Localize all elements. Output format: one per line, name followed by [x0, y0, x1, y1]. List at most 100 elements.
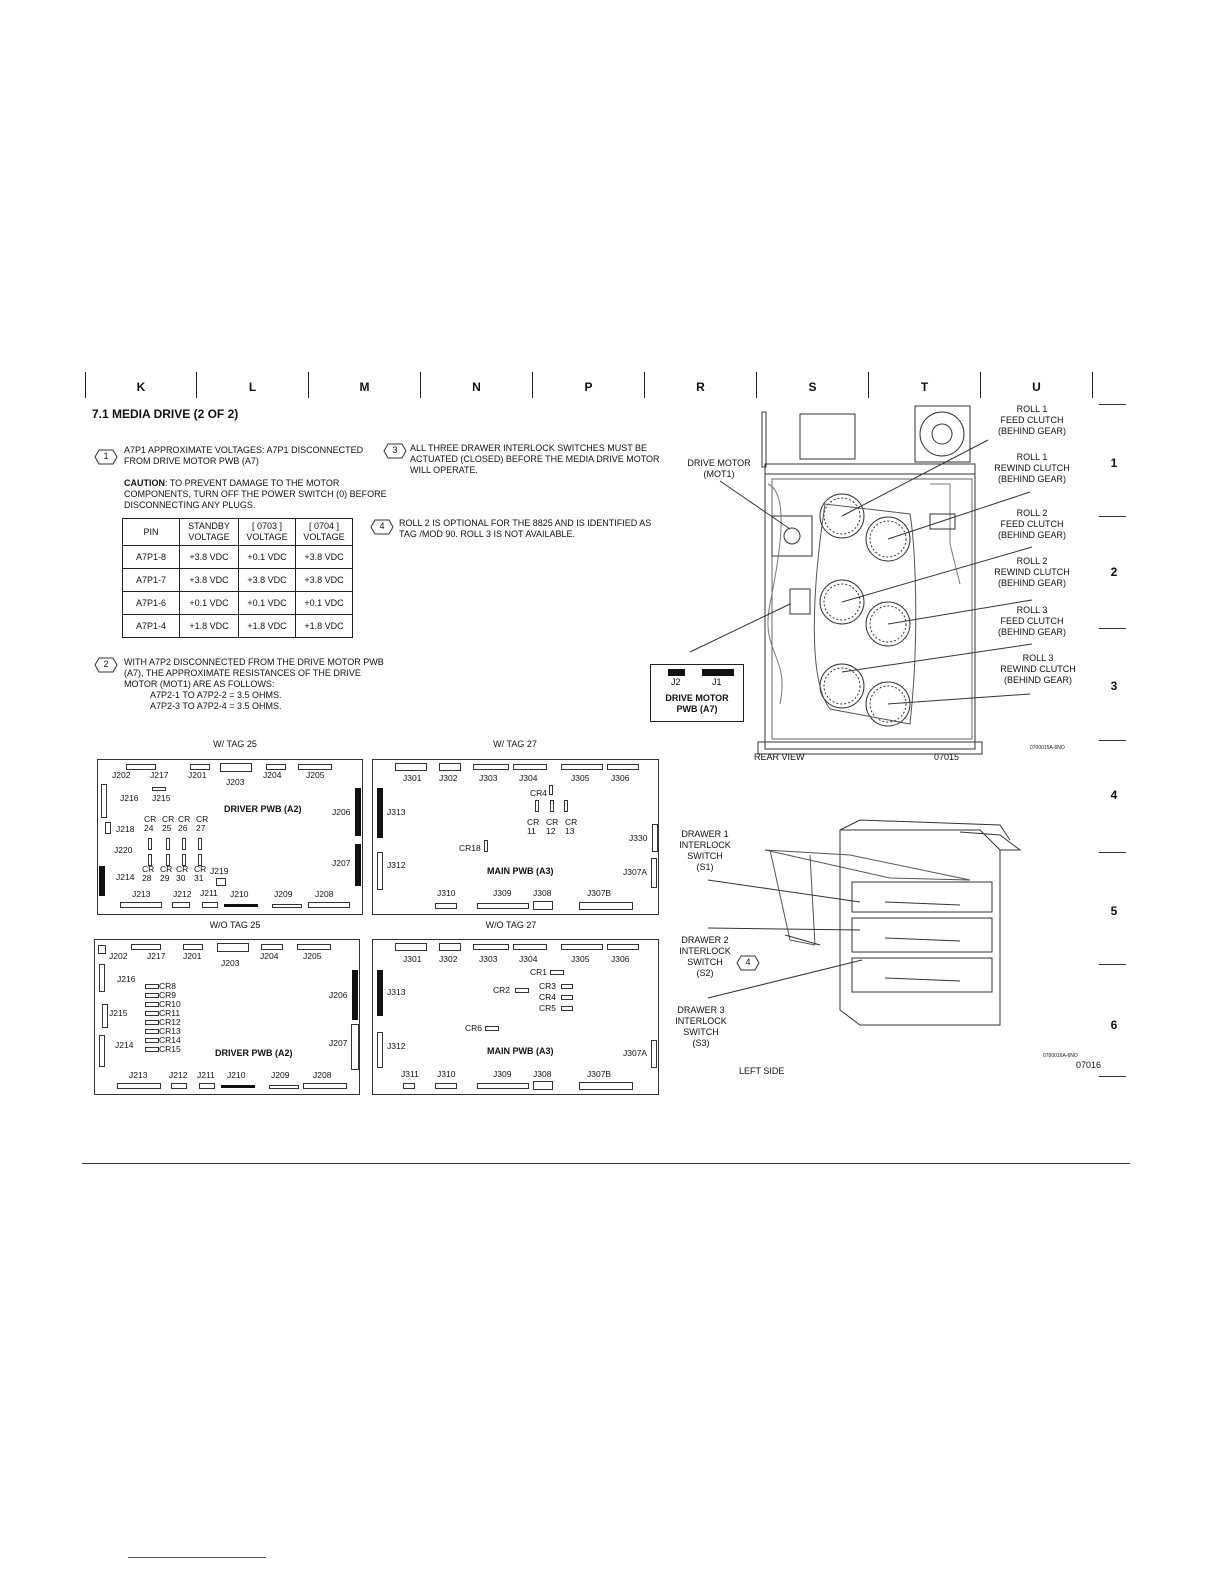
connector-label: J210	[227, 1070, 246, 1080]
connector-label: J309	[493, 888, 512, 898]
note-4-line: TAG /MOD 90. ROLL 3 IS NOT AVAILABLE.	[399, 529, 576, 539]
connector	[221, 1085, 255, 1088]
pwb-name: DRIVER PWB (A2)	[224, 804, 302, 814]
connector	[145, 1047, 159, 1052]
note-1-line: FROM DRIVE MOTOR PWB (A7)	[124, 456, 259, 466]
pwb-name: DRIVER PWB (A2)	[215, 1048, 293, 1058]
caution-label: CAUTION	[124, 478, 165, 488]
connector	[145, 1029, 159, 1034]
row-tick	[1099, 740, 1126, 741]
connector-label: J312	[387, 1041, 406, 1051]
note-4-ref-number: 4	[745, 957, 751, 967]
connector	[351, 1024, 359, 1070]
connector-label: J211	[197, 1070, 215, 1080]
note-1-marker	[94, 449, 118, 465]
connector	[473, 764, 509, 770]
note-2-marker	[94, 657, 118, 673]
connector-label: J209	[274, 889, 293, 899]
connector	[439, 943, 461, 951]
row-1: 1	[1110, 456, 1118, 470]
rear-view-id: 0700015A-6NO	[1030, 745, 1065, 751]
connector-label: J330	[629, 833, 648, 843]
connector-label: J304	[519, 954, 538, 964]
connector	[99, 866, 105, 896]
connector-label: J311	[401, 1069, 419, 1079]
connector-label: J307A	[623, 867, 648, 877]
connector	[513, 764, 547, 770]
connector	[477, 1083, 529, 1089]
connector	[152, 787, 166, 791]
connector-label: J302	[439, 773, 458, 783]
connector	[477, 903, 529, 909]
zone-separator	[308, 372, 309, 398]
connector	[395, 763, 427, 771]
drive-motor-label: DRIVE MOTOR(MOT1)	[687, 458, 751, 479]
connector-label: J307A	[623, 1048, 648, 1058]
footer-link-underline	[128, 1557, 266, 1558]
connector	[131, 944, 161, 950]
driver-pwb-tag25: J202 J217 J201 J203 J204 J205 J216 J215 …	[97, 759, 363, 915]
connector	[561, 1006, 573, 1011]
connector	[515, 988, 529, 993]
connector	[98, 945, 106, 954]
connector-label: J216	[117, 974, 136, 984]
connector-label: J202	[112, 770, 131, 780]
note-3-number: 3	[392, 445, 398, 455]
connector-label: J211	[200, 888, 218, 898]
connector	[199, 1083, 215, 1089]
connector	[217, 943, 249, 952]
page-title: 7.1 MEDIA DRIVE (2 OF 2)	[92, 407, 239, 421]
note-4-number: 4	[379, 521, 385, 531]
connector	[99, 1035, 105, 1067]
connector-label: J208	[315, 889, 334, 899]
zone-m: M	[359, 380, 370, 394]
note-4-ref-marker	[736, 955, 760, 971]
caution-line: COMPONENTS, TURN OFF THE POWER SWITCH (0…	[124, 489, 387, 499]
cr-number: 26	[178, 823, 188, 833]
connector	[266, 764, 286, 770]
connector-label: J218	[116, 824, 135, 834]
table-row: A7P1-4+1.8 VDC+1.8 VDC+1.8 VDC	[122, 614, 353, 638]
connector-label: J301	[403, 954, 422, 964]
connector	[120, 902, 162, 908]
cr-label: CR	[565, 817, 578, 827]
connector-label: J216	[120, 793, 139, 803]
zone-separator	[196, 372, 197, 398]
driver-tag-heading: W/ TAG 25	[213, 739, 257, 749]
row-5: 5	[1110, 904, 1118, 918]
connector	[561, 764, 603, 770]
j1-label: J1	[712, 677, 722, 687]
pwb-name: DRIVE MOTOR	[665, 693, 729, 703]
zone-separator	[532, 372, 533, 398]
main-tag-heading: W/ TAG 27	[493, 739, 537, 749]
connector-label: J310	[437, 1069, 456, 1079]
connector-label: J217	[150, 770, 169, 780]
driver-pwb-notag25: J202 J217 J201 J203 J204 J205 J216 CR8 C…	[94, 939, 360, 1095]
rear-view-illustration	[689, 405, 1033, 755]
cr-number: 30	[176, 873, 186, 883]
connector	[145, 1011, 159, 1016]
connector	[182, 854, 186, 866]
connector	[172, 902, 190, 908]
j2-connector	[668, 669, 685, 676]
connector	[166, 854, 170, 866]
connector	[101, 784, 107, 818]
note-2-line: A7P2-1 TO A7P2-2 = 3.5 OHMS.	[150, 690, 282, 700]
connector	[166, 838, 170, 850]
note-2-line: MOTOR (MOT1) ARE AS FOLLOWS:	[124, 679, 275, 689]
connector	[549, 785, 553, 795]
connector	[550, 970, 564, 975]
cr-label: CR	[546, 817, 559, 827]
zone-t: T	[920, 380, 929, 394]
connector	[99, 964, 105, 992]
page-divider	[82, 1163, 1130, 1164]
note-3-line: ALL THREE DRAWER INTERLOCK SWITCHES MUST…	[410, 443, 648, 453]
cr-number: 27	[196, 823, 206, 833]
connector-label: J214	[116, 872, 135, 882]
connector	[198, 838, 202, 850]
connector	[533, 1081, 553, 1090]
connector-label: J312	[387, 860, 406, 870]
connector-label: J304	[519, 773, 538, 783]
